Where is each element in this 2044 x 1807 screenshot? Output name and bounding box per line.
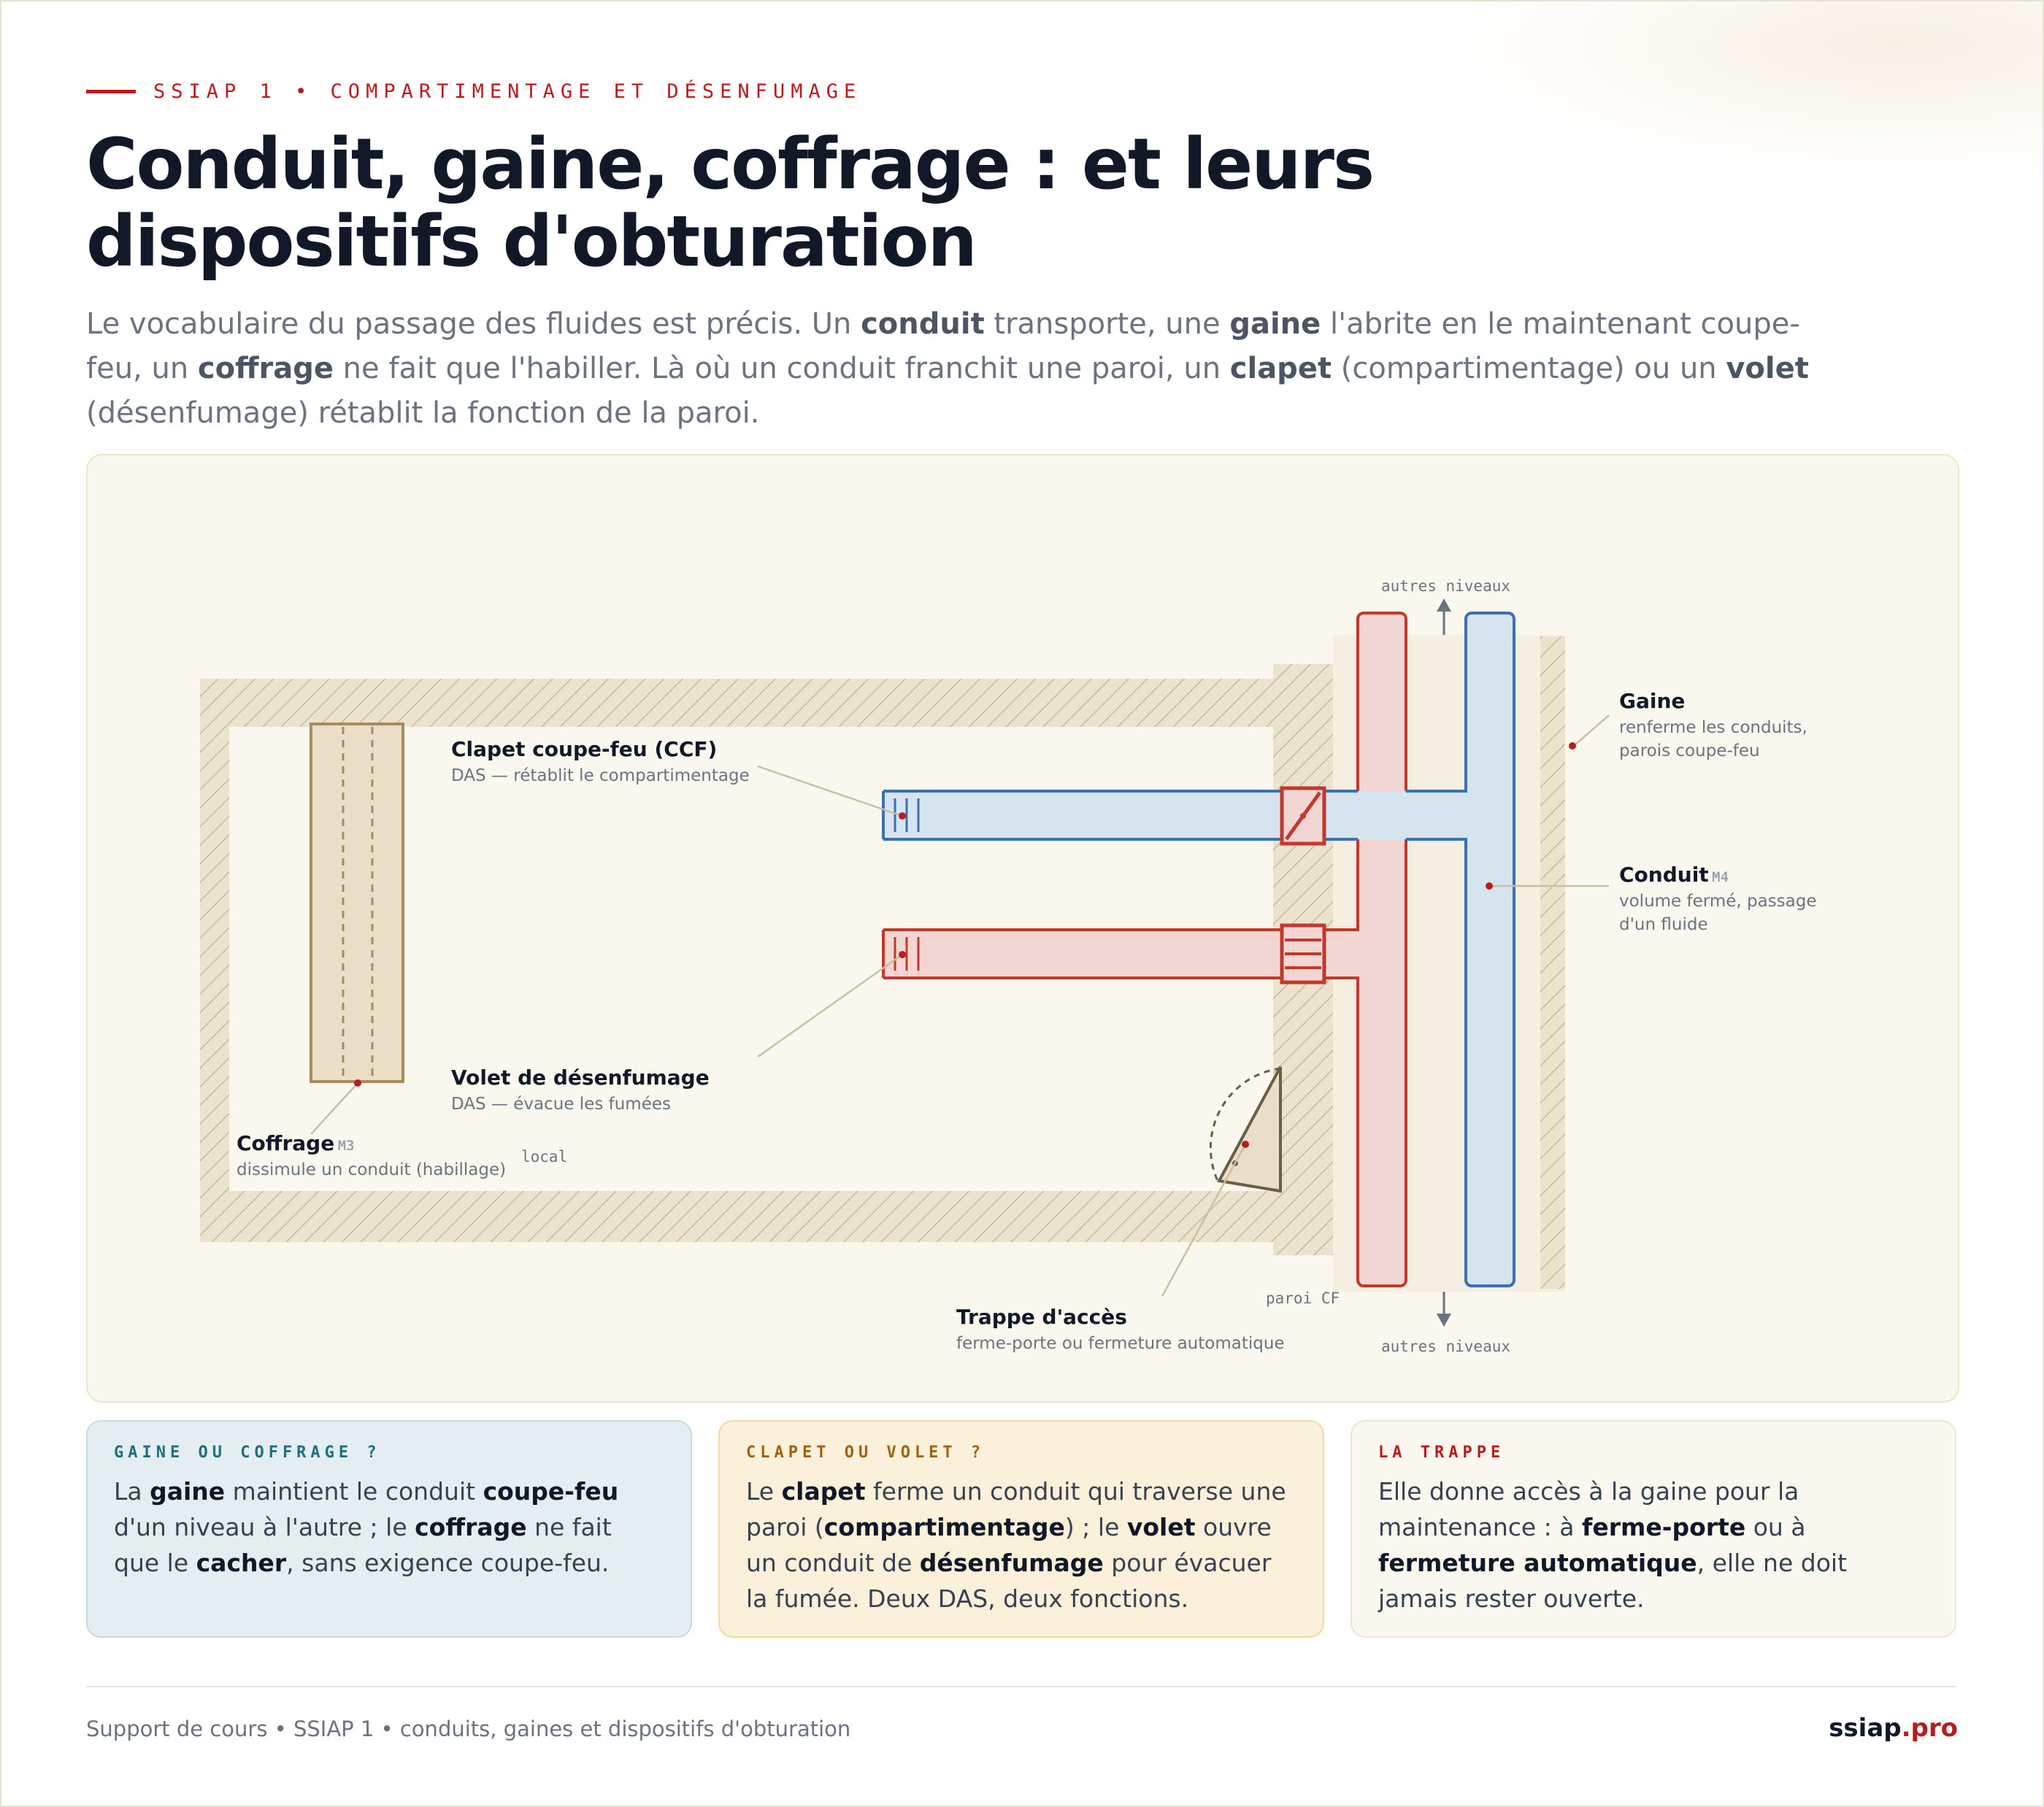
lead-bold: gaine: [1229, 307, 1321, 341]
volet-subtitle: DAS — évacue les fumées: [451, 1095, 671, 1114]
card-text: Le: [746, 1477, 782, 1506]
vertical-duct-blue: [1464, 612, 1515, 1287]
trappe-subtitle: ferme-porte ou fermeture automatique: [956, 1334, 1285, 1353]
volet-desenfumage: [1280, 923, 1326, 985]
levels-top-label: autres niveaux: [1381, 577, 1510, 595]
card-text: , elle ne doit jamais rester ouverte.: [1378, 1549, 1848, 1613]
footer-caption: Support de cours • SSIAP 1 • conduits, g…: [86, 1717, 851, 1741]
card-title: LA TRAPPE: [1378, 1444, 1505, 1462]
card-bold: volet: [1126, 1513, 1196, 1541]
clapet-coupe-feu: [1280, 786, 1326, 846]
card-title: GAINE OU COFFRAGE ?: [114, 1444, 381, 1462]
lead-bold: clapet: [1229, 352, 1332, 385]
lead-bold: volet: [1726, 352, 1809, 385]
footer-divider: [86, 1686, 1956, 1687]
lead-text: (désenfumage) rétablit la fonction de la…: [86, 396, 760, 430]
card-bold: coffrage: [415, 1513, 527, 1541]
marker-dots: [354, 742, 1576, 1148]
ccf-title: Clapet coupe-feu (CCF): [451, 737, 717, 761]
card-text: ferme un conduit qui traverse une paroi …: [746, 1477, 1286, 1541]
lead-bold: coffrage: [197, 352, 334, 385]
card-body: La gaine maintient le conduit coupe-feu …: [114, 1473, 664, 1581]
volet-title: Volet de désenfumage: [451, 1066, 710, 1090]
card-bold: clapet: [781, 1477, 866, 1506]
card-bold: désenfumage: [919, 1549, 1104, 1577]
card-text: Elle donne accès à la gaine pour la main…: [1378, 1477, 1799, 1541]
card-bold: compartimentage: [823, 1513, 1065, 1541]
card-text: ouvre un conduit de: [746, 1513, 1272, 1577]
card-body: Elle donne accès à la gaine pour la main…: [1378, 1473, 1929, 1617]
coffrage-code: M3: [338, 1138, 355, 1154]
trappe-title: Trappe d'accès: [956, 1305, 1127, 1329]
conduit-subtitle-2: d'un fluide: [1619, 915, 1708, 934]
card-bold: fermeture automatique: [1378, 1549, 1697, 1577]
horizontal-duct-blue: [882, 790, 1467, 841]
gaine-wall: [1540, 636, 1565, 1289]
kicker-text: SSIAP 1 • COMPARTIMENTAGE ET DÉSENFUMAGE: [153, 80, 862, 103]
diagram-panel: Clapet coupe-feu (CCF) DAS — rétablit le…: [86, 454, 1959, 1403]
brand-accent: .pro: [1901, 1714, 1958, 1743]
card-text: La: [114, 1477, 150, 1506]
lead-text: ne fait que l'habiller. Là où un conduit…: [333, 352, 1230, 385]
card-text: ou à: [1745, 1513, 1806, 1541]
leader-lines: [310, 714, 1610, 1297]
coffrage-subtitle: dissimule un conduit (habillage): [237, 1160, 506, 1179]
card-text: , sans exigence coupe-feu.: [286, 1549, 610, 1577]
conduit-code: M4: [1712, 869, 1729, 885]
card-bold: gaine: [150, 1477, 226, 1506]
card-la-trappe: LA TRAPPE Elle donne accès à la gaine po…: [1350, 1420, 1956, 1638]
page-title: Conduit, gaine, coffrage : et leurs disp…: [86, 123, 1375, 282]
lead-text: transporte, une: [984, 307, 1230, 341]
lead-bold: conduit: [861, 307, 985, 341]
card-text: ) ; le: [1064, 1513, 1127, 1541]
coffrage-box: [310, 723, 404, 1083]
vertical-duct-red: [1356, 612, 1407, 1287]
card-text: d'un niveau à l'autre ; le: [114, 1513, 415, 1541]
conduit-title: Conduit: [1619, 863, 1709, 887]
gaine-subtitle-2: parois coupe-feu: [1619, 741, 1760, 760]
brand-logo[interactable]: ssiap.pro: [1829, 1714, 1958, 1743]
lead-text: (compartimentage) ou un: [1332, 352, 1726, 385]
card-title: CLAPET OU VOLET ?: [746, 1444, 986, 1462]
paroi-cf-label: paroi CF: [1266, 1290, 1340, 1307]
brand-main: ssiap: [1829, 1714, 1902, 1743]
kicker: SSIAP 1 • COMPARTIMENTAGE ET DÉSENFUMAGE: [86, 79, 861, 104]
conduit-label: Conduit M4: [1619, 863, 1729, 887]
coffrage-title: Coffrage: [237, 1131, 334, 1155]
arrow-down-icon: [1437, 1292, 1451, 1327]
lead-text: Le vocabulaire du passage des fluides es…: [86, 307, 861, 341]
local-label: local: [521, 1148, 567, 1166]
diagram-svg: Clapet coupe-feu (CCF) DAS — rétablit le…: [200, 577, 1817, 1355]
gaine-subtitle-1: renferme les conduits,: [1619, 718, 1807, 737]
ccf-subtitle: DAS — rétablit le compartimentage: [451, 766, 750, 785]
coffrage-label: Coffrage M3: [237, 1131, 355, 1155]
lead-text: l'abrite en le maintenant coupe-feu, un: [86, 307, 1800, 385]
conduit-subtitle-1: volume fermé, passage: [1619, 892, 1817, 911]
gaine-title: Gaine: [1619, 689, 1685, 713]
card-text: ne fait que le: [114, 1513, 612, 1577]
kicker-line: [86, 89, 136, 93]
levels-bottom-label: autres niveaux: [1381, 1338, 1510, 1355]
card-bold: cacher: [196, 1549, 287, 1577]
card-clapet-ou-volet: CLAPET OU VOLET ? Le clapet ferme un con…: [718, 1420, 1324, 1638]
lead-paragraph: Le vocabulaire du passage des fluides es…: [86, 302, 1838, 436]
local-walls: [200, 679, 1362, 1242]
card-body: Le clapet ferme un conduit qui traverse …: [746, 1473, 1296, 1617]
horizontal-duct-red: [882, 928, 1359, 979]
card-bold: ferme-porte: [1582, 1513, 1746, 1541]
card-gaine-ou-coffrage: GAINE OU COFFRAGE ? La gaine maintient l…: [86, 1420, 692, 1638]
arrow-up-icon: [1437, 598, 1451, 635]
trappe-acces: [1209, 1066, 1282, 1193]
card-text: pour évacuer la fumée. Deux DAS, deux fo…: [746, 1549, 1272, 1613]
card-bold: coupe-feu: [483, 1477, 619, 1506]
card-text: maintient le conduit: [225, 1477, 483, 1506]
